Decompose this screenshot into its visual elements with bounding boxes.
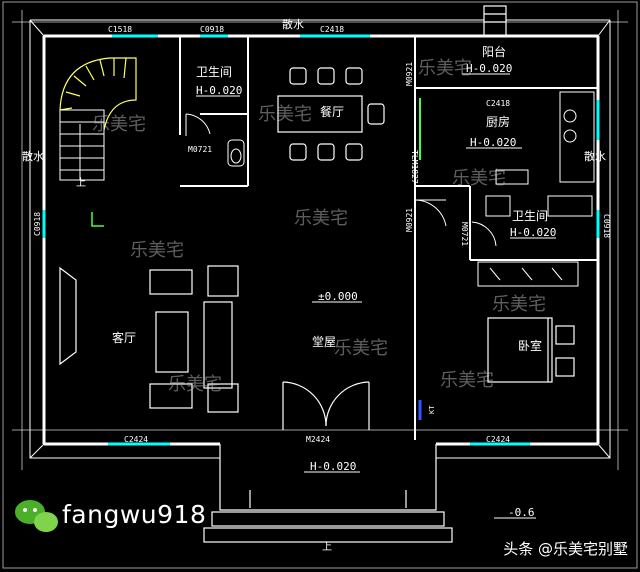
level-bathroom-right: H-0.020 (510, 226, 556, 239)
stair-up-label: 上 (76, 177, 86, 189)
kitchen-counter (495, 91, 595, 185)
room-hall: 堂屋 (312, 335, 336, 349)
opening-kt: KT (428, 405, 436, 414)
watermark: 乐美宅 (418, 58, 472, 79)
room-bathroom-top: 卫生间 (196, 65, 232, 79)
opening-m0721-bath: M0721 (188, 145, 212, 154)
opening-m0721-right: M0721 (460, 222, 469, 246)
level-bathroom-top: H-0.020 (196, 84, 242, 97)
room-bedroom: 卧室 (518, 338, 542, 353)
opening-c2424-left: C2424 (124, 435, 148, 444)
straight-stair (59, 109, 105, 181)
porch (203, 444, 453, 543)
opening-m0921-top: M0921 (405, 62, 414, 86)
level-porch: H-0.020 (310, 460, 356, 473)
watermark: 乐美宅 (92, 114, 146, 135)
room-balcony: 阳台 (482, 44, 506, 59)
opening-c1518: C1518 (108, 25, 132, 34)
watermark: 乐美宅 (294, 208, 348, 229)
entry-door (282, 381, 370, 430)
watermark: 乐美宅 (258, 104, 312, 125)
bathroom-fixtures (185, 113, 245, 167)
apron-right: 散水 (584, 149, 606, 163)
room-living: 客厅 (112, 330, 136, 345)
level-kitchen: H-0.020 (470, 136, 516, 149)
opening-c2418-kitchen: C2418 (486, 99, 510, 108)
opening-c2418-top: C2418 (320, 25, 344, 34)
opening-m0921-mid: M0921 (405, 208, 414, 232)
room-kitchen: 厨房 (486, 114, 510, 129)
watermark: 乐美宅 (334, 338, 388, 359)
apron-outline (29, 19, 611, 459)
balcony (483, 5, 507, 37)
watermark: 乐美宅 (130, 240, 184, 261)
bed (487, 317, 575, 383)
watermark: 乐美宅 (452, 168, 506, 189)
porch-up-label: 上 (322, 541, 332, 553)
axis-grid (12, 10, 628, 470)
watermark: 乐美宅 (168, 374, 222, 395)
level-ground: -0.6 (508, 506, 535, 519)
windows (42, 34, 600, 446)
level-balcony: H-0.020 (466, 62, 512, 75)
sofa-set (59, 265, 239, 413)
dining-table (277, 67, 385, 161)
opening-c2424-right: C2424 (486, 435, 510, 444)
level-hall: ±0.000 (318, 290, 358, 303)
watermark: 乐美宅 (440, 370, 494, 391)
opening-c0918-left: C0918 (33, 212, 42, 236)
opening-c0918-right: C0918 (602, 214, 611, 238)
apron-left: 散水 (22, 149, 44, 163)
interior-doors (415, 199, 497, 247)
opening-c0918-top: C0918 (200, 25, 224, 34)
right-bath-fixtures (485, 195, 593, 217)
room-bathroom-right: 卫生间 (512, 209, 548, 223)
interior-walls (179, 36, 598, 440)
spiral-stair (59, 57, 137, 131)
up-arrows (91, 212, 104, 227)
opening-m2424: M2424 (306, 435, 330, 444)
apron-top: 散水 (282, 17, 304, 31)
room-dining: 餐厅 (320, 104, 344, 119)
level-markers (196, 73, 556, 519)
opening-tlm1827: TLM1827 (410, 150, 419, 184)
watermark: 乐美宅 (492, 294, 546, 315)
wechat-logo-icon (15, 500, 58, 532)
source-credit: 头条 @乐美宅别墅 (503, 540, 628, 558)
wardrobe (477, 261, 579, 287)
wechat-id: fangwu918 (62, 500, 207, 529)
exterior-walls (42, 34, 600, 446)
